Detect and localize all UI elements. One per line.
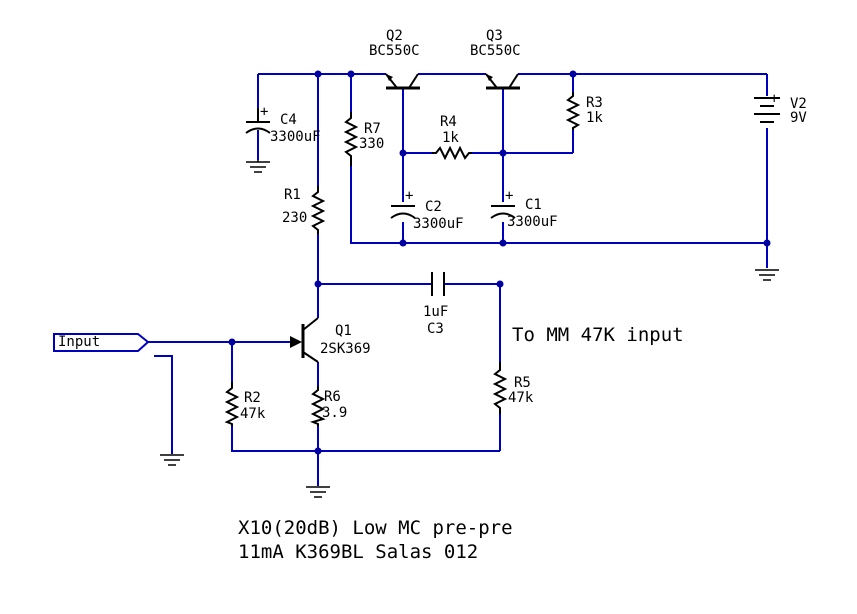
r6-value: 3.9 (322, 405, 347, 421)
r7-value: 330 (359, 136, 384, 152)
resistor-r5: R5 47k (492, 362, 534, 414)
ground-symbol (755, 269, 779, 281)
c1-polarity: + (505, 188, 513, 204)
resistor-r2: R2 47k (224, 382, 266, 426)
r5-ref: R5 (514, 375, 531, 391)
q2-value: BC550C (369, 43, 420, 59)
resistor-r6: R6 3.9 (309, 386, 347, 426)
junction-dot (496, 280, 504, 288)
ground-symbol (306, 486, 330, 498)
ground-symbol (160, 454, 184, 466)
resistor-r3: R3 1k (565, 92, 603, 130)
junction-dot (314, 70, 322, 78)
input-port: Input (53, 333, 150, 352)
c2-ref: C2 (425, 199, 442, 215)
c1-value: 3300uF (507, 214, 558, 230)
v2-value: 9V (790, 110, 807, 126)
r7-ref: R7 (364, 121, 381, 137)
junction-dot (314, 447, 322, 455)
r4-value: 1k (442, 130, 459, 146)
output-note: To MM 47K input (512, 324, 684, 346)
junction-dot (499, 149, 507, 157)
capacitor-c2: + C2 3300uF (390, 188, 464, 232)
junction-dot (569, 70, 577, 78)
junction-dot (228, 338, 236, 346)
r4-ref: R4 (440, 114, 457, 130)
battery-v2: + V2 9V (754, 91, 807, 126)
junction-dot (347, 70, 355, 78)
c4-value: 3300uF (270, 129, 321, 145)
q3-ref: Q3 (486, 28, 503, 44)
resistor-r4: R4 1k (432, 114, 472, 161)
v2-polarity: + (770, 91, 778, 107)
title-line-2: 11mA K369BL Salas 012 (238, 541, 478, 563)
r3-value: 1k (586, 110, 603, 126)
c2-polarity: + (405, 188, 413, 204)
c4-polarity: + (260, 104, 268, 120)
r5-value: 47k (508, 390, 534, 406)
r2-value: 47k (240, 406, 266, 422)
resistor-r7: R7 330 (343, 112, 384, 166)
transistor-q2: Q2 BC550C (369, 28, 420, 90)
wires (148, 73, 768, 486)
r1-value: 230 (282, 210, 307, 226)
ground-symbol (246, 160, 270, 173)
title-line-1: X10(20dB) Low MC pre-pre (238, 517, 513, 539)
input-port-label: Input (58, 334, 100, 350)
junction-dot (399, 239, 407, 247)
q3-value: BC550C (470, 43, 521, 59)
r1-ref: R1 (284, 187, 301, 203)
junction-dot (763, 239, 771, 247)
c1-ref: C1 (525, 197, 542, 213)
resistor-r1: R1 230 (282, 186, 326, 234)
q1-value: 2SK369 (320, 341, 371, 357)
r2-ref: R2 (244, 390, 261, 406)
transistor-q3: Q3 BC550C (470, 28, 521, 90)
junction-dot (314, 280, 322, 288)
r3-ref: R3 (586, 95, 603, 111)
junctions (228, 70, 771, 455)
c4-ref: C4 (280, 112, 297, 128)
capacitor-c3: 1uF C3 (423, 272, 448, 337)
v2-ref: V2 (790, 96, 807, 112)
junction-dot (499, 239, 507, 247)
capacitor-c4: + C4 3300uF (245, 104, 321, 160)
jfet-q1: Q1 2SK369 (290, 317, 371, 363)
r6-ref: R6 (324, 389, 341, 405)
capacitor-c1: + C1 3300uF (490, 188, 558, 230)
q1-ref: Q1 (335, 323, 352, 339)
junction-dot (399, 149, 407, 157)
c3-value: 1uF (423, 304, 448, 320)
q2-ref: Q2 (386, 28, 403, 44)
c3-ref: C3 (427, 321, 444, 337)
c2-value: 3300uF (413, 216, 464, 232)
